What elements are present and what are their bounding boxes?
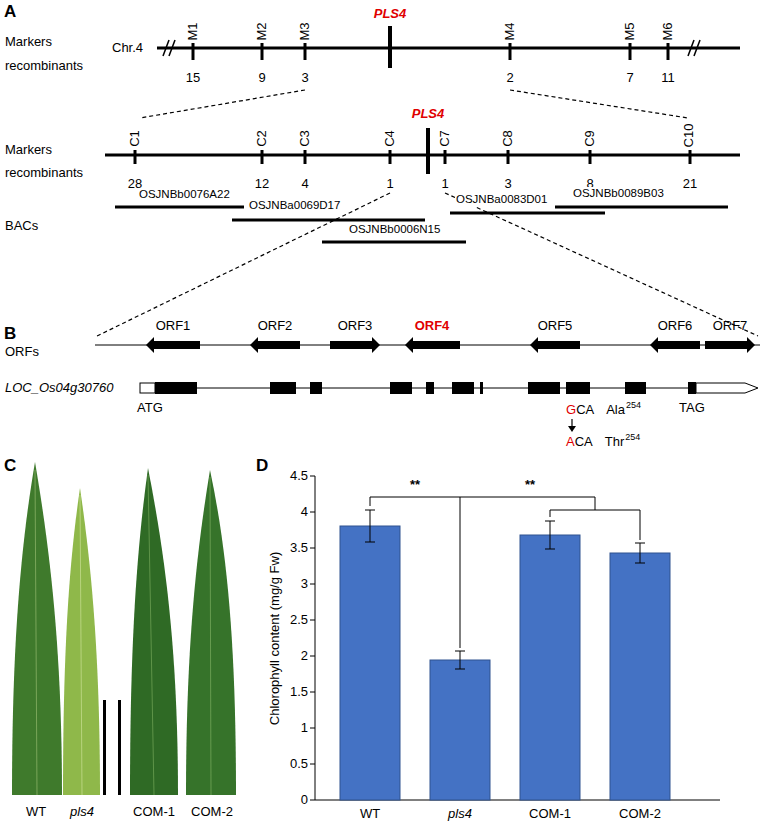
orf-name: ORF1	[156, 319, 191, 334]
recombinant-count: 1	[386, 177, 393, 192]
marker-name: C2	[255, 130, 270, 147]
category-label: COM-2	[619, 807, 661, 822]
codon-label: ATG	[137, 401, 163, 416]
row-label: recombinants	[5, 166, 83, 181]
recombinant-count: 1	[441, 177, 448, 192]
sample-label: COM-1	[133, 805, 175, 820]
bac-name: OSJNBb0006N15	[348, 223, 441, 236]
marker-name: C4	[383, 130, 398, 147]
tick-label: 2	[301, 649, 308, 664]
recombinant-count: 7	[626, 71, 633, 86]
tick-label: 0.5	[290, 757, 308, 772]
bac-name: OSJNBa0069D17	[248, 199, 341, 212]
row-label: BACs	[5, 219, 38, 234]
mutated-base: G	[566, 403, 576, 418]
recombinant-count: 4	[301, 177, 308, 192]
recombinant-count: 15	[186, 71, 200, 86]
gene-name: PLS4	[412, 107, 445, 122]
tick-label: 4	[301, 505, 308, 520]
recombinant-count: 9	[258, 71, 265, 86]
codon-label: CA	[575, 435, 593, 450]
row-label: Markers	[5, 35, 52, 50]
tick-label: 0	[301, 793, 308, 808]
panel-letter: D	[256, 456, 268, 476]
bac-name: OSJNBb0076A22	[138, 188, 231, 201]
marker-name: M2	[255, 22, 270, 40]
marker-name: C8	[501, 130, 516, 147]
recombinant-count: 12	[255, 177, 269, 192]
tick-label: 3	[301, 577, 308, 592]
tick-label: 1	[301, 721, 308, 736]
gene-id: LOC_Os04g30760	[5, 381, 113, 396]
sample-label: WT	[26, 805, 46, 820]
bac-name: OSJNBb0089B03	[572, 187, 665, 200]
sample-label: COM-2	[191, 805, 233, 820]
marker-name: M1	[186, 22, 201, 40]
tick-label: 4.5	[290, 469, 308, 484]
gene-name: PLS4	[374, 7, 407, 22]
recombinant-count: 3	[504, 177, 511, 192]
codon-label: TAG	[679, 401, 705, 416]
category-label: COM-1	[529, 807, 571, 822]
orf-name: ORF5	[538, 319, 573, 334]
recombinant-count: 21	[683, 177, 697, 192]
recombinant-count: 11	[661, 71, 675, 86]
marker-name: M5	[623, 22, 638, 40]
category-label: pls4	[448, 807, 472, 822]
residue-number: 254	[625, 432, 640, 442]
bac-name: OSJNBa0083D01	[455, 193, 548, 206]
chromosome-name: Chr.4	[112, 41, 143, 56]
orf-name: ORF3	[338, 319, 373, 334]
panel-letter: C	[4, 456, 16, 476]
mutated-base: A	[566, 435, 575, 450]
marker-name: M6	[661, 22, 676, 40]
row-label: recombinants	[5, 59, 83, 74]
significance-mark: **	[410, 478, 420, 493]
orf-name: ORF6	[658, 319, 693, 334]
orf-name: ORF2	[258, 319, 293, 334]
marker-name: C10	[683, 123, 698, 147]
marker-name: C9	[583, 130, 598, 147]
panel-letter: B	[4, 324, 16, 344]
tick-label: 3.5	[290, 541, 308, 556]
orf-name: ORF7	[713, 319, 748, 334]
category-label: WT	[360, 807, 380, 822]
axis-title: Chlorophyll content (mg/g Fw)	[269, 551, 284, 724]
residue-number: 254	[626, 400, 641, 410]
marker-name: M3	[298, 22, 313, 40]
marker-name: C3	[298, 130, 313, 147]
significance-mark: **	[525, 478, 535, 493]
row-label: Markers	[5, 143, 52, 158]
row-label: ORFs	[5, 345, 39, 360]
recombinant-count: 2	[506, 71, 513, 86]
marker-name: M4	[503, 22, 518, 40]
marker-name: C7	[438, 130, 453, 147]
orf-name: ORF4	[415, 319, 450, 334]
panel-letter: A	[4, 2, 16, 22]
amino-acid: Thr	[605, 435, 625, 450]
tick-label: 2.5	[290, 613, 308, 628]
codon-label: CA	[576, 403, 594, 418]
tick-label: 1.5	[290, 685, 308, 700]
marker-name: C1	[128, 130, 143, 147]
recombinant-count: 3	[301, 71, 308, 86]
amino-acid: Ala	[606, 403, 625, 418]
sample-label: pls4	[70, 805, 94, 820]
